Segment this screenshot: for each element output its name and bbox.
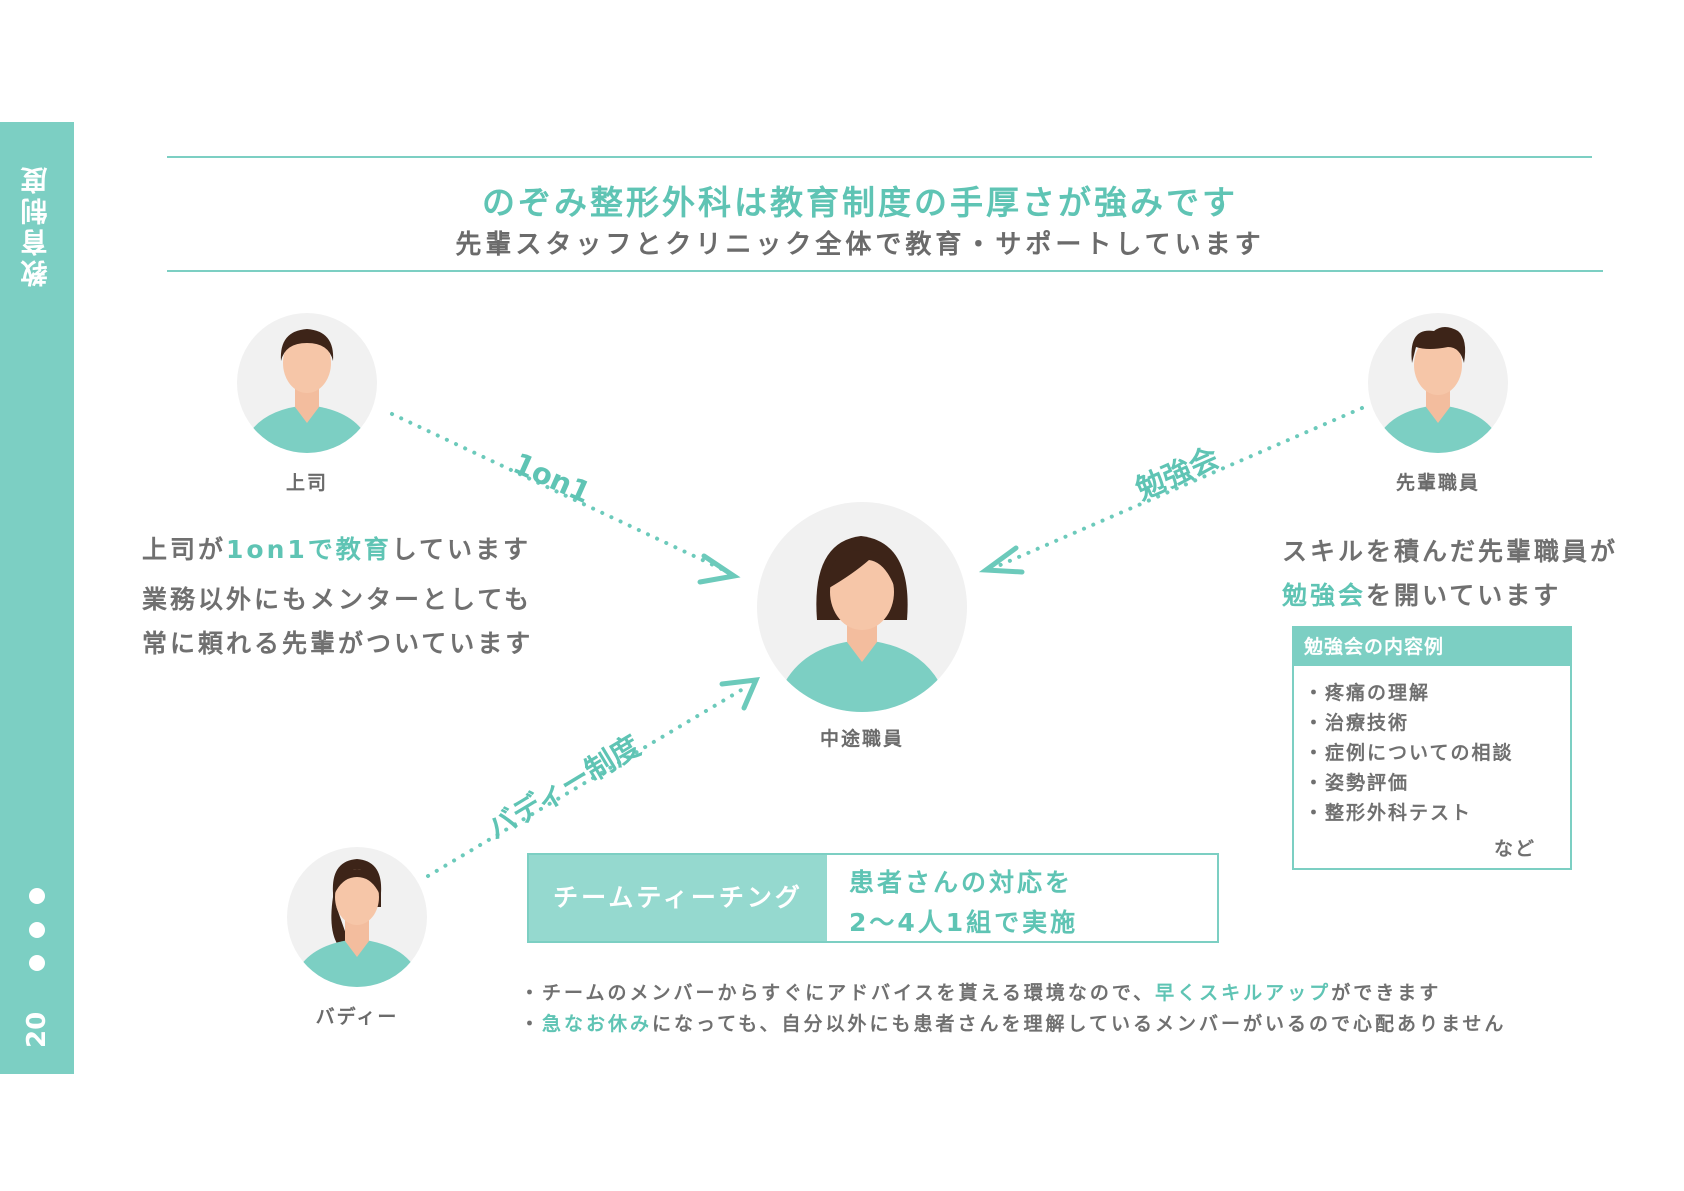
dot-icon — [29, 888, 45, 904]
right-text-highlight: 勉強会 — [1282, 581, 1367, 610]
team-teaching-label: チームティーチング — [529, 855, 827, 941]
buddy-avatar — [287, 847, 427, 987]
header-bottom-rule — [167, 270, 1603, 272]
list-item: 姿勢評価 — [1304, 768, 1513, 798]
midcareer-avatar — [757, 502, 967, 712]
boss-avatar — [237, 313, 377, 453]
left-text-line-2: 業務以外にもメンターとしても — [142, 585, 533, 614]
dot-icon — [29, 955, 45, 971]
buddy-label: バディー — [315, 1006, 399, 1028]
left-text-part: 上司が — [142, 535, 227, 564]
header-top-rule — [167, 156, 1592, 158]
right-text-line-1: スキルを積んだ先輩職員が — [1282, 537, 1619, 566]
benefit-bullet-1: ・チームのメンバーからすぐにアドバイスを貰える環境なので、早くスキルアップができ… — [520, 982, 1442, 1004]
bullet-highlight: 急なお休み — [542, 1013, 653, 1035]
midcareer-label: 中途職員 — [819, 728, 904, 750]
left-text-block: 上司が1on1で教育しています 業務以外にもメンターとしても 常に頼れる先輩がつ… — [142, 528, 533, 666]
arrow-buddy-head — [719, 677, 761, 711]
study-topics-box: 勉強会の内容例 疼痛の理解 治療技術 症例についての相談 姿勢評価 整形外科テス… — [1292, 626, 1572, 870]
left-text-part: しています — [391, 535, 532, 564]
page-subheadline: 先輩スタッフとクリニック全体で教育・サポートしています — [455, 230, 1265, 260]
left-text-line-3: 常に頼れる先輩がついています — [142, 629, 534, 658]
team-teaching-detail: 患者さんの対応を 2〜4人1組で実施 — [849, 863, 1078, 943]
right-text-line-2: 勉強会を開いています — [1282, 574, 1618, 618]
left-text-line-1: 上司が1on1で教育しています — [142, 528, 533, 572]
right-text-part: を開いています — [1366, 581, 1562, 610]
arrow-buddy-line — [426, 684, 750, 878]
female-person-icon — [301, 859, 413, 987]
dot-icon — [29, 922, 45, 938]
arrow-study-head — [978, 545, 1025, 575]
study-topics-title: 勉強会の内容例 — [1294, 628, 1570, 666]
boss-label: 上司 — [285, 472, 328, 494]
senior-avatar — [1368, 313, 1508, 453]
list-item: 症例についての相談 — [1304, 738, 1513, 768]
arrow-1on1-head — [697, 553, 741, 585]
bullet-text: チームのメンバーからすぐにアドバイスを貰える環境なので、 — [542, 982, 1156, 1004]
bullet-highlight: 早くスキルアップ — [1155, 982, 1332, 1004]
arrow-1on1-line — [390, 412, 730, 574]
list-item: 治療技術 — [1304, 708, 1513, 738]
male-person-icon — [1382, 327, 1494, 453]
sidebar — [0, 122, 74, 1074]
team-detail-line-2: 2〜4人1組で実施 — [849, 908, 1079, 937]
right-text-block: スキルを積んだ先輩職員が 勉強会を開いています — [1282, 530, 1618, 618]
page-headline: のぞみ整形外科は教育制度の手厚さが強みです — [482, 183, 1238, 222]
study-topics-list: 疼痛の理解 治療技術 症例についての相談 姿勢評価 整形外科テスト — [1304, 678, 1513, 828]
senior-label: 先輩職員 — [1395, 472, 1480, 494]
left-text-highlight: 1on1で教育 — [226, 535, 392, 564]
female-person-icon — [785, 536, 939, 712]
bullet-text: になっても、自分以外にも患者さんを理解しているメンバーがいるので心配ありません — [652, 1013, 1507, 1035]
bullet-text: ができます — [1331, 982, 1442, 1004]
benefit-bullet-2: ・急なお休みになっても、自分以外にも患者さんを理解しているメンバーがいるので心配… — [520, 1013, 1507, 1035]
male-person-icon — [251, 329, 363, 453]
list-item: 整形外科テスト — [1304, 798, 1513, 828]
list-item: 疼痛の理解 — [1304, 678, 1513, 708]
team-teaching-box: チームティーチング 患者さんの対応を 2〜4人1組で実施 — [527, 853, 1219, 943]
study-topics-etc: など — [1494, 838, 1537, 860]
team-detail-line-1: 患者さんの対応を — [849, 868, 1074, 897]
